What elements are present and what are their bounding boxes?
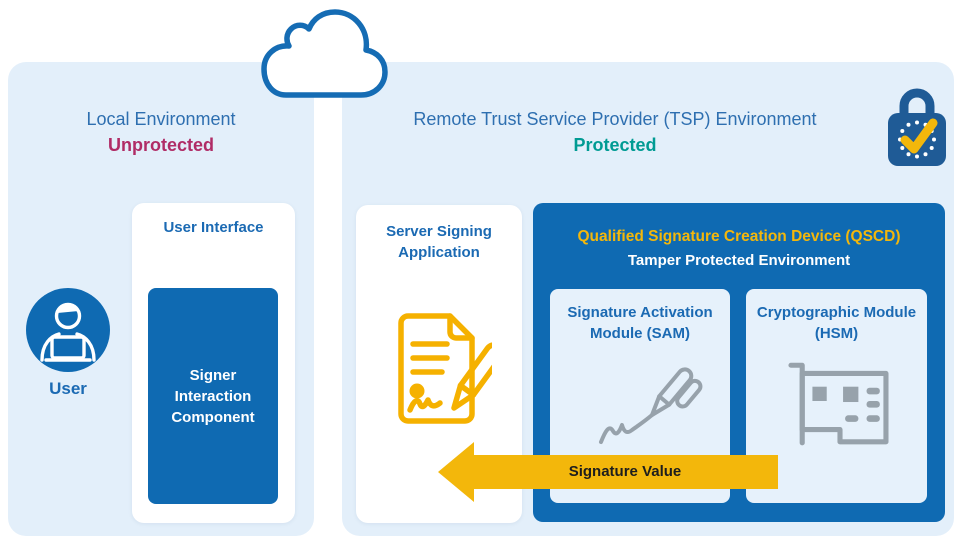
signer-interaction-component-label: Signer Interaction Component bbox=[171, 366, 255, 426]
user-laptop-icon bbox=[26, 288, 110, 372]
sam-title: Signature Activation Module (SAM) bbox=[567, 304, 713, 342]
user-label: User bbox=[49, 379, 87, 398]
local-environment-title: Local Environment bbox=[86, 109, 236, 129]
cloud-icon bbox=[261, 9, 388, 98]
qscd-subtitle: Tamper Protected Environment bbox=[627, 252, 851, 269]
user-interface-title: User Interface bbox=[163, 219, 264, 236]
server-signing-application-title: Server Signing Application bbox=[386, 223, 492, 261]
local-environment-status: Unprotected bbox=[107, 135, 214, 155]
signature-value-label: Signature Value bbox=[568, 463, 682, 480]
remote-environment-header: Remote Trust Service Provider (TSP) Envi… bbox=[360, 106, 870, 158]
circuit-card-icon bbox=[788, 362, 889, 446]
remote-environment-status: Protected bbox=[573, 135, 657, 155]
signing-pen-icon bbox=[599, 367, 703, 444]
local-environment-header: Local Environment Unprotected bbox=[8, 106, 314, 158]
signed-document-pen-icon bbox=[398, 313, 492, 424]
qscd-title: Qualified Signature Creation Device (QSC… bbox=[577, 228, 901, 245]
remote-environment-title: Remote Trust Service Provider (TSP) Envi… bbox=[413, 109, 817, 129]
eu-trust-lock-icon bbox=[888, 88, 946, 166]
signature-value-arrow bbox=[438, 442, 778, 502]
signer-interaction-component-box: Signer Interaction Component bbox=[148, 288, 278, 504]
hsm-title: Cryptographic Module (HSM) bbox=[756, 304, 917, 342]
